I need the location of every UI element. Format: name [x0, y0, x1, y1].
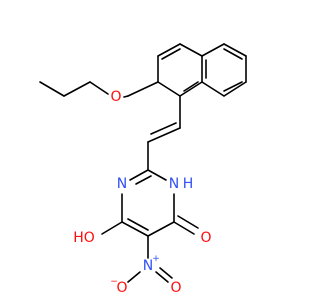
bond — [147, 169, 167, 181]
double-bond-nitro — [159, 267, 173, 279]
double-bond-inner — [150, 122, 177, 135]
double-bond-inner — [135, 175, 152, 185]
atom-nitro-oxygen-left: O — [116, 280, 127, 296]
double-bond-inner — [127, 218, 149, 231]
naphthalene-right-ring — [201, 43, 247, 97]
bond — [179, 81, 203, 97]
bond — [121, 221, 149, 237]
bond — [223, 43, 247, 57]
atom-nitro-nitrogen: N — [143, 258, 153, 274]
propoxy-group — [39, 81, 159, 98]
bond — [179, 43, 203, 57]
bond — [157, 43, 181, 57]
bond — [201, 43, 225, 57]
double-bond-inner — [223, 81, 243, 92]
bond — [147, 221, 175, 237]
atom-nitro-oxygen-right: O — [170, 280, 181, 296]
double-bond-inner — [223, 48, 243, 60]
nitro-negative-charge: − — [110, 277, 118, 287]
bond — [101, 221, 123, 235]
bond — [155, 271, 169, 283]
bond — [123, 95, 129, 98]
bond — [201, 81, 225, 97]
bond — [157, 81, 181, 97]
vinyl-linker — [147, 95, 181, 171]
atom-propoxy-oxygen: O — [110, 89, 121, 105]
bond — [127, 81, 159, 97]
atom-ring-nitrogen-left: N — [117, 176, 127, 192]
nitro-positive-charge: + — [152, 254, 160, 264]
bond — [89, 81, 109, 95]
bond — [147, 127, 181, 143]
bond — [223, 81, 247, 97]
double-bond-carbonyl — [177, 215, 199, 229]
bond — [63, 81, 91, 97]
bond — [173, 221, 195, 235]
atom-ring-nitrogen-right: N — [169, 176, 179, 192]
naphthalene-left-ring — [157, 43, 203, 97]
bond — [39, 81, 65, 97]
molecule-diagram: O N N H HO O N + O − O — [39, 43, 247, 296]
structure-canvas: O N N H HO O N + O − O — [39, 43, 247, 296]
double-bond-inner — [183, 81, 199, 92]
pyrimidine-ring — [121, 169, 175, 237]
double-bond-inner — [161, 48, 181, 60]
bond — [129, 169, 149, 181]
atom-hydroxy: HO — [73, 230, 95, 246]
bond — [127, 271, 141, 283]
atom-carbonyl-oxygen: O — [200, 230, 211, 246]
atom-ring-nh-hydrogen: H — [183, 176, 194, 192]
